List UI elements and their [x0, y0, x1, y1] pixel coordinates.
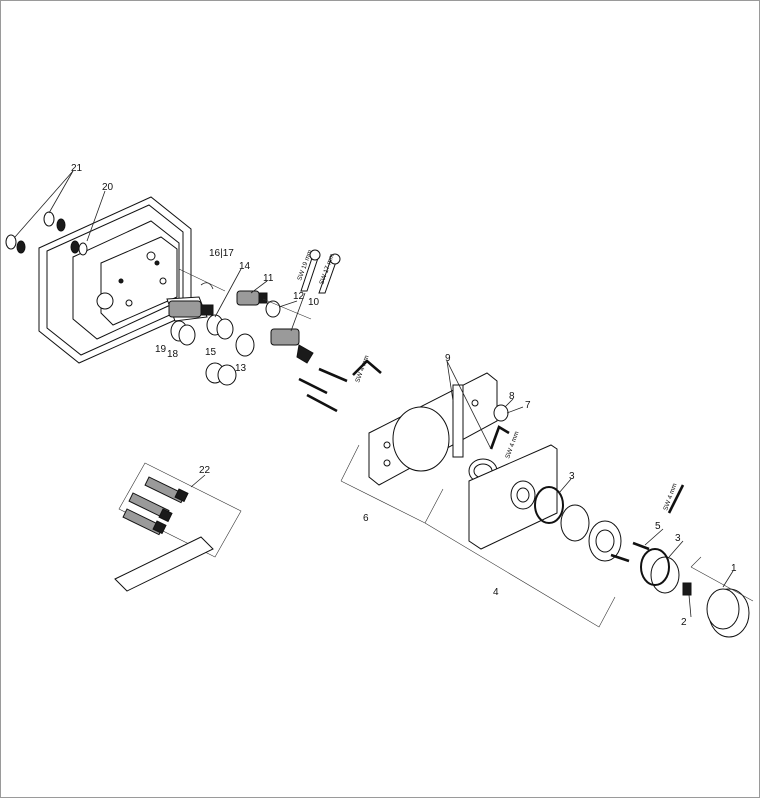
label-5: 5 — [655, 521, 661, 532]
bracket-part-6 — [340, 444, 444, 524]
leader-lines — [14, 170, 734, 618]
label-2: 2 — [681, 617, 687, 628]
plug-part-21 — [5, 211, 88, 256]
tool-label-sw4-upper: SW 4 mm — [354, 354, 370, 383]
extension-kit-part-22 — [114, 462, 242, 592]
label-16-17: 16|17 — [209, 248, 234, 259]
label-8: 8 — [509, 391, 515, 402]
nut-part-14 — [206, 314, 234, 340]
rosette-ring-part-5-area — [588, 520, 650, 563]
wrench-sw19-icon — [300, 249, 321, 292]
label-18: 18 — [167, 349, 179, 360]
label-15: 15 — [205, 347, 217, 358]
screws-set-upper — [298, 367, 348, 413]
label-22: 22 — [199, 465, 211, 476]
label-3-upper: 3 — [569, 471, 575, 482]
label-12: 12 — [293, 291, 305, 302]
hex-key-sw4-mid-icon — [489, 425, 510, 450]
wrench-sw17-icon — [318, 253, 341, 294]
label-10: 10 — [308, 297, 320, 308]
label-1: 1 — [731, 563, 737, 574]
bracket-16-17 — [178, 268, 226, 292]
seal-ring-part-3-upper — [534, 486, 590, 542]
label-6: 6 — [363, 513, 369, 524]
clip-part-16 — [200, 282, 214, 290]
handle-knob-part-1 — [706, 588, 750, 638]
cartridge-part-11 — [236, 290, 268, 306]
bracket-part-1 — [690, 556, 754, 602]
label-20: 20 — [102, 182, 114, 193]
label-14: 14 — [239, 261, 251, 272]
seal-ring-part-3-lower — [640, 548, 680, 594]
bracket-part-4 — [424, 522, 616, 628]
bracket-10-11 — [262, 298, 312, 320]
label-13: 13 — [235, 363, 247, 374]
mounting-box-part-20 — [38, 196, 192, 364]
label-11: 11 — [263, 273, 274, 284]
cartridge-part-10 — [270, 328, 314, 364]
sleeve-part-13 — [235, 333, 255, 357]
label-9: 9 — [445, 353, 451, 364]
label-3-lower: 3 — [675, 533, 681, 544]
cartridge-part-16-17 — [166, 296, 214, 322]
label-4: 4 — [493, 587, 499, 598]
cover-plate-part-4 — [468, 444, 558, 550]
label-19: 19 — [155, 344, 167, 355]
ring-part-12 — [265, 300, 281, 318]
screw-part-2 — [682, 582, 692, 596]
part-15 — [205, 362, 237, 386]
part-8 — [493, 404, 509, 422]
label-21: 21 — [71, 163, 83, 174]
part-18-19 — [170, 320, 196, 346]
tool-label-sw4-mid: SW 4 mm — [504, 430, 520, 459]
label-7: 7 — [525, 400, 531, 411]
hex-key-upper-icon — [352, 359, 382, 376]
hex-key-sw4-right-icon — [667, 484, 685, 514]
mounting-plate-part-6 — [368, 372, 498, 486]
